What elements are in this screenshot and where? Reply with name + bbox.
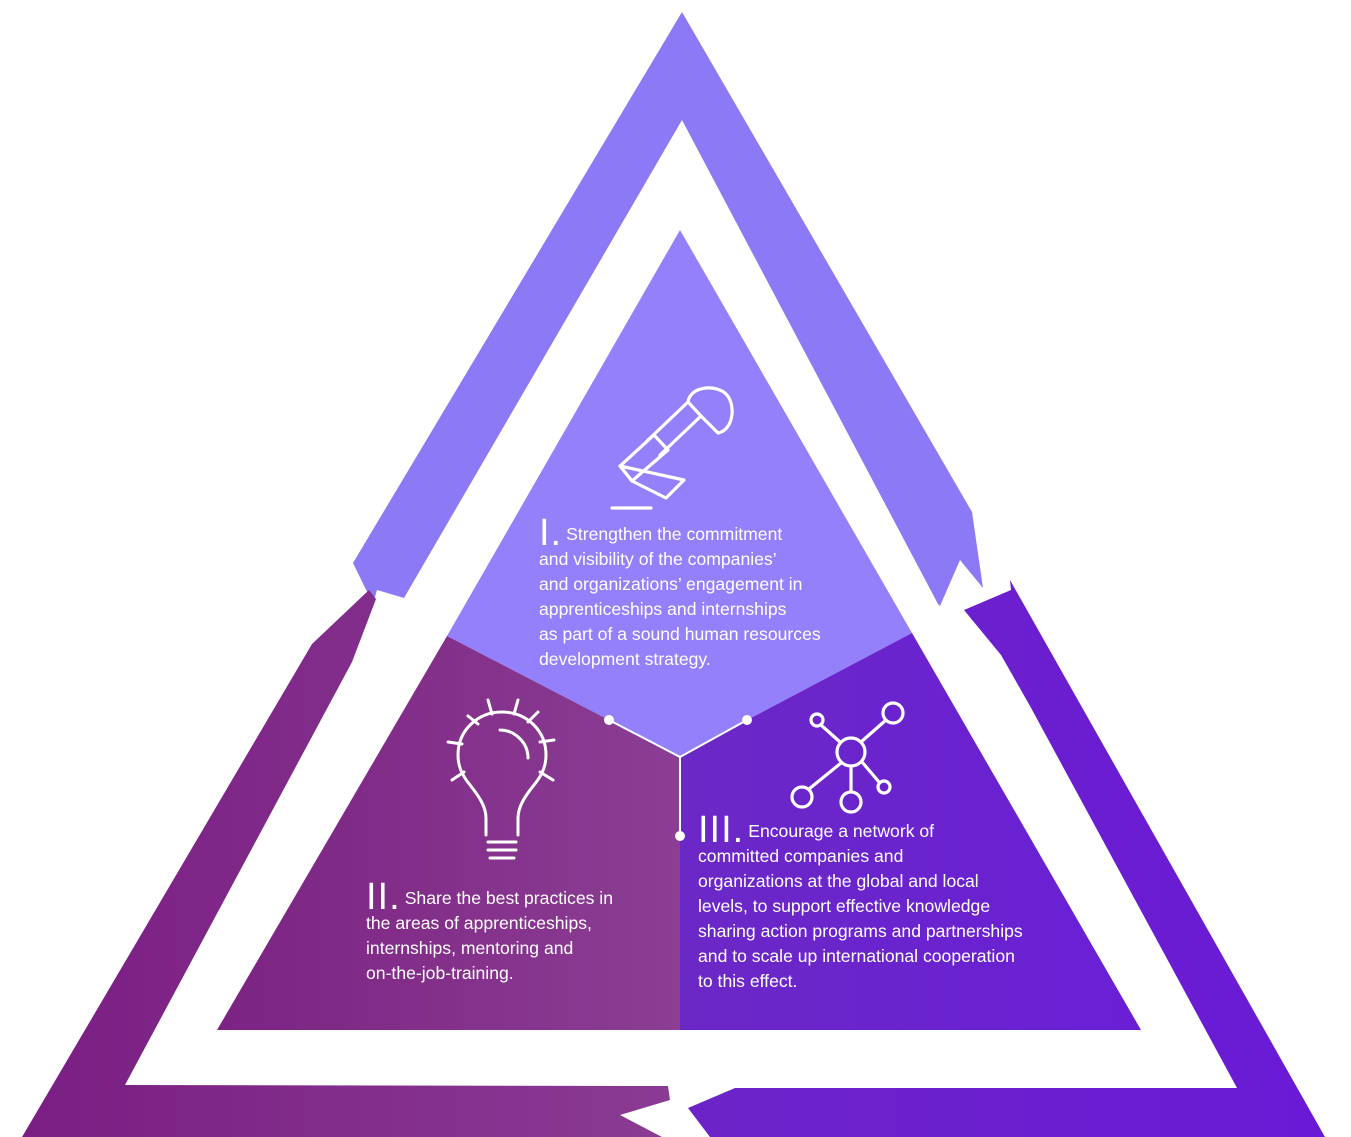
objective-1-line-4: apprenticeships and internships	[539, 599, 787, 619]
objective-3-numeral: III.	[698, 809, 745, 851]
inner-region-top	[447, 230, 912, 757]
objective-2-line-2: the areas of apprenticeships,	[366, 913, 592, 933]
objective-2-line-1: Share the best practices in	[404, 888, 613, 908]
objective-1-line-6: development strategy.	[539, 649, 711, 669]
outer-arrow-top	[353, 12, 983, 606]
objective-2-numeral: II.	[366, 876, 401, 918]
objective-1-text: I.Strengthen the commitment and visibili…	[539, 512, 821, 672]
objective-3-line-6: and to scale up international cooperatio…	[698, 946, 1015, 966]
objective-3-line-1: Encourage a network of	[748, 821, 935, 841]
stamp-icon	[610, 386, 734, 510]
inner-region-right	[680, 633, 1141, 1030]
objective-3-line-2: committed companies and	[698, 846, 904, 866]
outer-arrow-left	[22, 590, 670, 1137]
objective-2-text: II.Share the best practices in the areas…	[366, 876, 613, 986]
outer-arrow-right	[688, 580, 1325, 1137]
network-icon	[790, 701, 905, 814]
objective-1-line-3: and organizations’ engagement in	[539, 574, 803, 594]
objective-2-line-3: internships, mentoring and	[366, 938, 574, 958]
objective-1-numeral: I.	[539, 512, 563, 554]
objective-3-line-3: organizations at the global and local	[698, 871, 979, 891]
objective-3-line-5: sharing action programs and partnerships	[698, 921, 1023, 941]
objective-2-line-4: on-the-job-training.	[366, 963, 514, 983]
objective-3-line-4: levels, to support effective knowledge	[698, 896, 991, 916]
lightbulb-icon	[446, 698, 556, 860]
connector-lines	[604, 715, 752, 841]
objective-3-text: III.Encourage a network of committed com…	[698, 809, 1023, 994]
inner-region-left	[217, 636, 680, 1030]
objective-1-line-5: as part of a sound human resources	[539, 624, 821, 644]
objective-1-line-2: and visibility of the companies’	[539, 549, 777, 569]
objective-1-line-1: Strengthen the commitment	[566, 524, 783, 544]
objective-3-line-7: to this effect.	[698, 971, 798, 991]
